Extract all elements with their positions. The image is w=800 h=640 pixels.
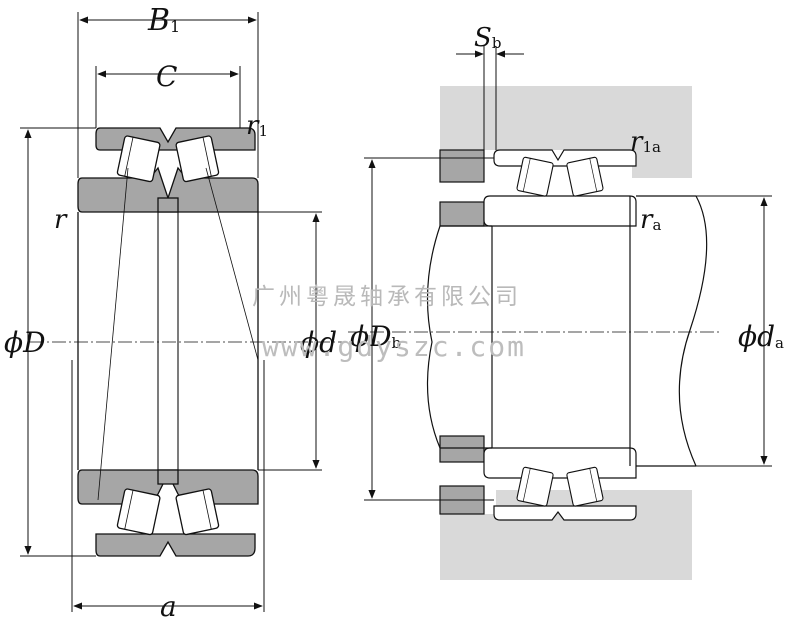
- label-r1: r1: [246, 111, 268, 141]
- inner-ring-top: [77, 166, 259, 213]
- label-phid: ϕd: [300, 326, 337, 359]
- dimension-lines-right: [364, 46, 772, 501]
- label-ra: ra: [640, 205, 661, 235]
- dimension-lines-left: [20, 12, 322, 612]
- label-phiDb: ϕDb: [350, 320, 401, 353]
- watermark-url: www.gdyszc.com: [262, 330, 526, 363]
- outer-ring-bottom: [95, 533, 256, 557]
- label-r1a: r1a: [630, 127, 661, 157]
- bearing-section-left: [30, 127, 345, 557]
- label-B1: B1: [147, 3, 180, 38]
- label-phiD: ϕD: [4, 326, 46, 359]
- watermark-company: 广州粤晟轴承有限公司: [252, 284, 522, 310]
- label-phida: ϕda: [738, 320, 784, 353]
- inner-ring-bottom: [77, 469, 259, 505]
- guide-ring-top: [157, 197, 179, 213]
- outer-ring-top: [95, 127, 256, 151]
- housing-top: [440, 86, 692, 178]
- rollers-bottom: [116, 487, 220, 536]
- label-r: r: [54, 205, 68, 235]
- mounting-section-right: [348, 86, 720, 580]
- label-a: a: [160, 590, 177, 623]
- label-C: C: [156, 60, 177, 93]
- label-Sb: Sb: [474, 23, 501, 53]
- shaft: [426, 225, 492, 449]
- guide-ring-bottom: [157, 469, 179, 485]
